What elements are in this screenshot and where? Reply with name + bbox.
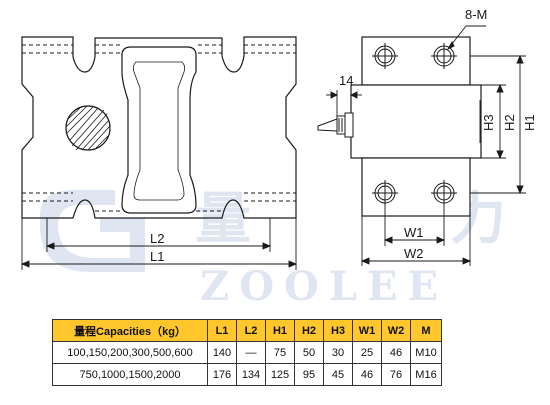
cell-capacities: 750,1000,1500,2000 <box>52 363 208 386</box>
side-view-top-plate <box>361 36 471 86</box>
header-l1: L1 <box>207 319 237 342</box>
cell-h2: 50 <box>294 341 324 364</box>
dim-l1-label: L1 <box>150 249 164 264</box>
dim-h3-label: H3 <box>481 114 496 131</box>
cell-h1: 75 <box>265 341 295 364</box>
cell-w2: 46 <box>381 341 411 364</box>
header-h1: H1 <box>265 319 295 342</box>
watermark-brand-text: ZOOLEE <box>200 263 448 310</box>
cell-h1: 125 <box>265 363 295 386</box>
header-w1: W1 <box>352 319 382 342</box>
watermark-logo-mark <box>40 190 145 272</box>
cell-h3: 45 <box>323 363 353 386</box>
dim-8m-leader <box>446 25 486 51</box>
cell-l1: 140 <box>207 341 237 364</box>
cell-w2: 76 <box>381 363 411 386</box>
dim-l2-label: L2 <box>150 231 164 246</box>
length-dimensions <box>20 218 298 270</box>
header-capacities: 量程Capacities（kg） <box>52 319 208 342</box>
cell-m: M10 <box>410 341 442 364</box>
front-view-slot <box>121 46 197 214</box>
dim-w1-label: W1 <box>404 225 424 240</box>
hole-hatching <box>65 105 111 151</box>
cell-w1: 46 <box>352 363 382 386</box>
cell-l1: 176 <box>207 363 237 386</box>
header-h3: H3 <box>323 319 353 342</box>
front-view <box>21 36 297 219</box>
width-dimensions <box>360 206 472 266</box>
front-view-inner-contour <box>132 61 186 201</box>
cell-l2: — <box>236 341 266 364</box>
front-view-hidden-lines <box>22 44 296 212</box>
dim-14-label: 14 <box>339 73 353 88</box>
header-m: M <box>410 319 442 342</box>
cell-m: M16 <box>410 363 442 386</box>
header-h2: H2 <box>294 319 324 342</box>
table-header-row: 量程Capacities（kg） L1 L2 H1 H2 H3 W1 W2 M <box>52 319 442 342</box>
watermark: 量 力 ZOOLEE <box>40 187 506 310</box>
bolt-holes <box>372 43 457 206</box>
dim-8m-label: 8-M <box>465 7 487 22</box>
watermark-glyph-left: 量 <box>195 187 251 252</box>
height-dimensions <box>470 54 526 195</box>
cell-capacities: 100,150,200,300,500,600 <box>52 341 208 364</box>
table-row: 750,1000,1500,2000 176 134 125 95 45 46 … <box>52 363 442 386</box>
cable-gland <box>317 112 354 138</box>
dim-w2-label: W2 <box>404 246 424 261</box>
side-view <box>350 36 482 217</box>
header-w2: W2 <box>381 319 411 342</box>
side-view-body <box>350 84 482 159</box>
cell-l2: 134 <box>236 363 266 386</box>
table-row: 100,150,200,300,500,600 140 — 75 50 30 2… <box>52 341 442 364</box>
header-l2: L2 <box>236 319 266 342</box>
cell-w1: 25 <box>352 341 382 364</box>
dim-14 <box>326 90 362 116</box>
cell-h3: 30 <box>323 341 353 364</box>
dim-h1-label: H1 <box>522 114 537 131</box>
dim-h2-label: H2 <box>502 114 517 131</box>
side-view-bottom-plate <box>361 157 471 217</box>
cell-h2: 95 <box>294 363 324 386</box>
front-view-outline <box>21 36 297 219</box>
capacity-spec-table: 量程Capacities（kg） L1 L2 H1 H2 H3 W1 W2 M … <box>52 319 442 386</box>
